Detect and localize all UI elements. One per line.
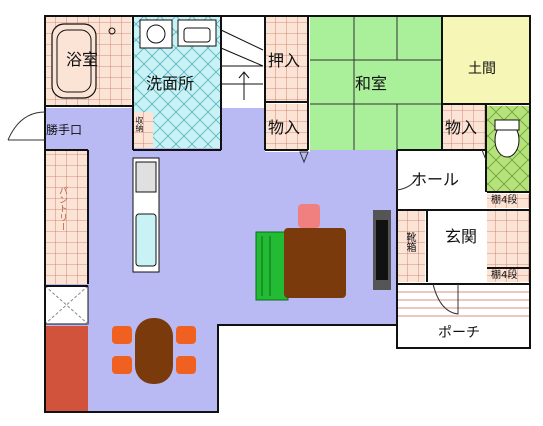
shuno-label: 収納: [135, 116, 144, 132]
chair-dining-2: [112, 356, 132, 374]
kitchen-counter: [45, 326, 88, 412]
chair-dining-1: [112, 326, 132, 344]
bathtub: [51, 23, 97, 99]
door-arcs: [7, 111, 487, 315]
bathtub-inner: [56, 29, 92, 93]
kutsubako-label: 靴箱: [404, 232, 415, 252]
living-table: [284, 228, 346, 298]
tatami-lines: [310, 16, 442, 150]
stairs: [221, 16, 263, 108]
chair-dining-3: [176, 326, 196, 344]
porch-label: ポーチ: [438, 325, 480, 341]
monoire-left: [265, 104, 308, 150]
sofa-lines: [261, 236, 271, 296]
pantry-label: パントリー: [57, 186, 67, 231]
tv: [376, 220, 388, 280]
chair-living: [298, 204, 320, 228]
monoire-right-label: 物入: [445, 118, 478, 137]
chair-dining-4: [176, 356, 196, 374]
dining-table: [135, 318, 173, 384]
oshiire-label: 押入: [268, 51, 301, 70]
oshiire: [265, 16, 308, 102]
shower-icon: [108, 27, 116, 35]
shelf-upper: [487, 194, 530, 208]
fridge-space: [44, 285, 89, 325]
doma-room: [442, 16, 530, 104]
shelf-lower: [487, 268, 530, 282]
wash-basin-bowl: [183, 27, 211, 43]
genkan-floor: [427, 210, 487, 282]
sofa: [255, 231, 289, 301]
stairs-arrow-icon: [238, 71, 250, 100]
washitsu-room: [310, 16, 442, 150]
shelf-upper-label: 棚4段: [491, 195, 518, 206]
katteguchi-marker: [299, 151, 309, 164]
washroom-label: 洗面所: [146, 74, 195, 93]
stove-icon: [135, 161, 157, 193]
stairs-lines: [220, 29, 264, 85]
hall-floor: [397, 150, 487, 210]
monoire-right: [442, 104, 486, 150]
doma-label: 土間: [468, 61, 496, 77]
monoire-left-label: 物入: [268, 118, 301, 137]
katteguchi-label: 勝手口: [46, 123, 83, 137]
bath-label: 浴室: [66, 50, 99, 69]
shuno-cabinet: [133, 112, 153, 148]
genkan-tile: [487, 210, 530, 268]
walls: [44, 15, 531, 413]
pantry: [45, 150, 88, 284]
hall-label: ホール: [411, 170, 460, 189]
fridge-cross: [44, 285, 89, 325]
kutsubako: [397, 210, 425, 282]
genkan-label: 玄関: [445, 227, 478, 246]
washing-machine: [139, 19, 173, 49]
porch-steps: [397, 291, 530, 317]
sink-icon: [135, 213, 157, 267]
washing-machine-drum: [146, 24, 166, 44]
washitsu-label: 和室: [355, 74, 388, 93]
toilet-tank: [494, 119, 520, 131]
shelf-lower-label: 棚4段: [491, 270, 518, 281]
